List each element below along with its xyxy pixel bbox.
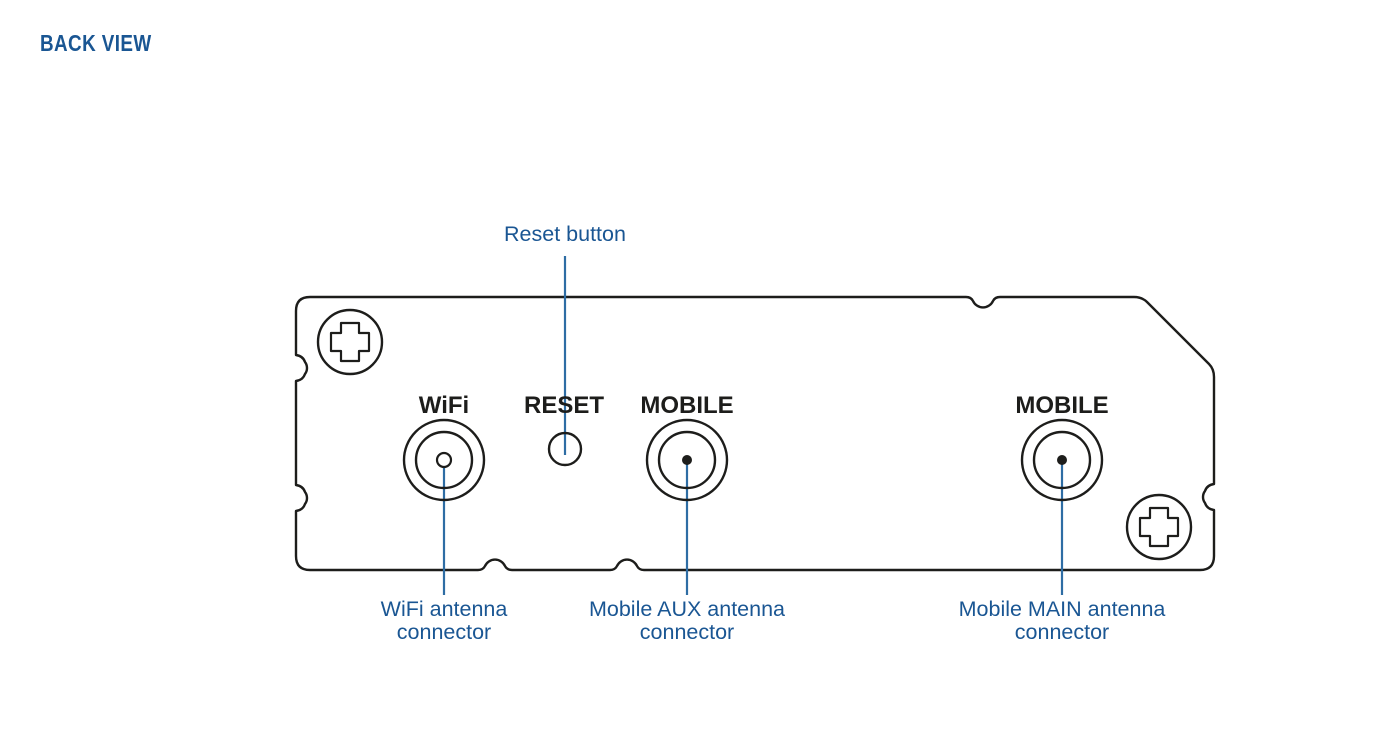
callout-wifi-antenna-line2: connector [397,620,491,644]
mobile-main-antenna-connector[interactable] [1020,418,1104,502]
screw-top-left [316,308,384,376]
callout-mobile-aux-line2: connector [640,620,734,644]
screw-bottom-right [1125,493,1193,561]
callout-mobile-aux-line1: Mobile AUX antenna [589,597,785,621]
silkscreen-label-wifi: WiFi [419,392,469,419]
callout-mobile-main-antenna-connector: Mobile MAIN antenna connector [959,597,1166,644]
callout-mobile-aux-antenna-connector: Mobile AUX antenna connector [589,597,785,644]
callout-mobile-main-line2: connector [1015,620,1109,644]
reset-button-hole[interactable] [547,431,583,467]
callout-wifi-antenna-line1: WiFi antenna [381,597,508,621]
silkscreen-label-reset: RESET [524,392,604,419]
callout-reset-button: Reset button [504,222,626,246]
page-title: BACK VIEW [40,30,152,56]
silkscreen-label-mobile-aux: MOBILE [640,392,733,419]
mobile-aux-antenna-connector[interactable] [645,418,729,502]
callout-mobile-main-line1: Mobile MAIN antenna [959,597,1166,621]
callout-wifi-antenna-connector: WiFi antenna connector [381,597,508,644]
silkscreen-label-mobile-main: MOBILE [1015,392,1108,419]
wifi-antenna-connector[interactable] [402,418,486,502]
device-enclosure-outline [294,295,1216,572]
